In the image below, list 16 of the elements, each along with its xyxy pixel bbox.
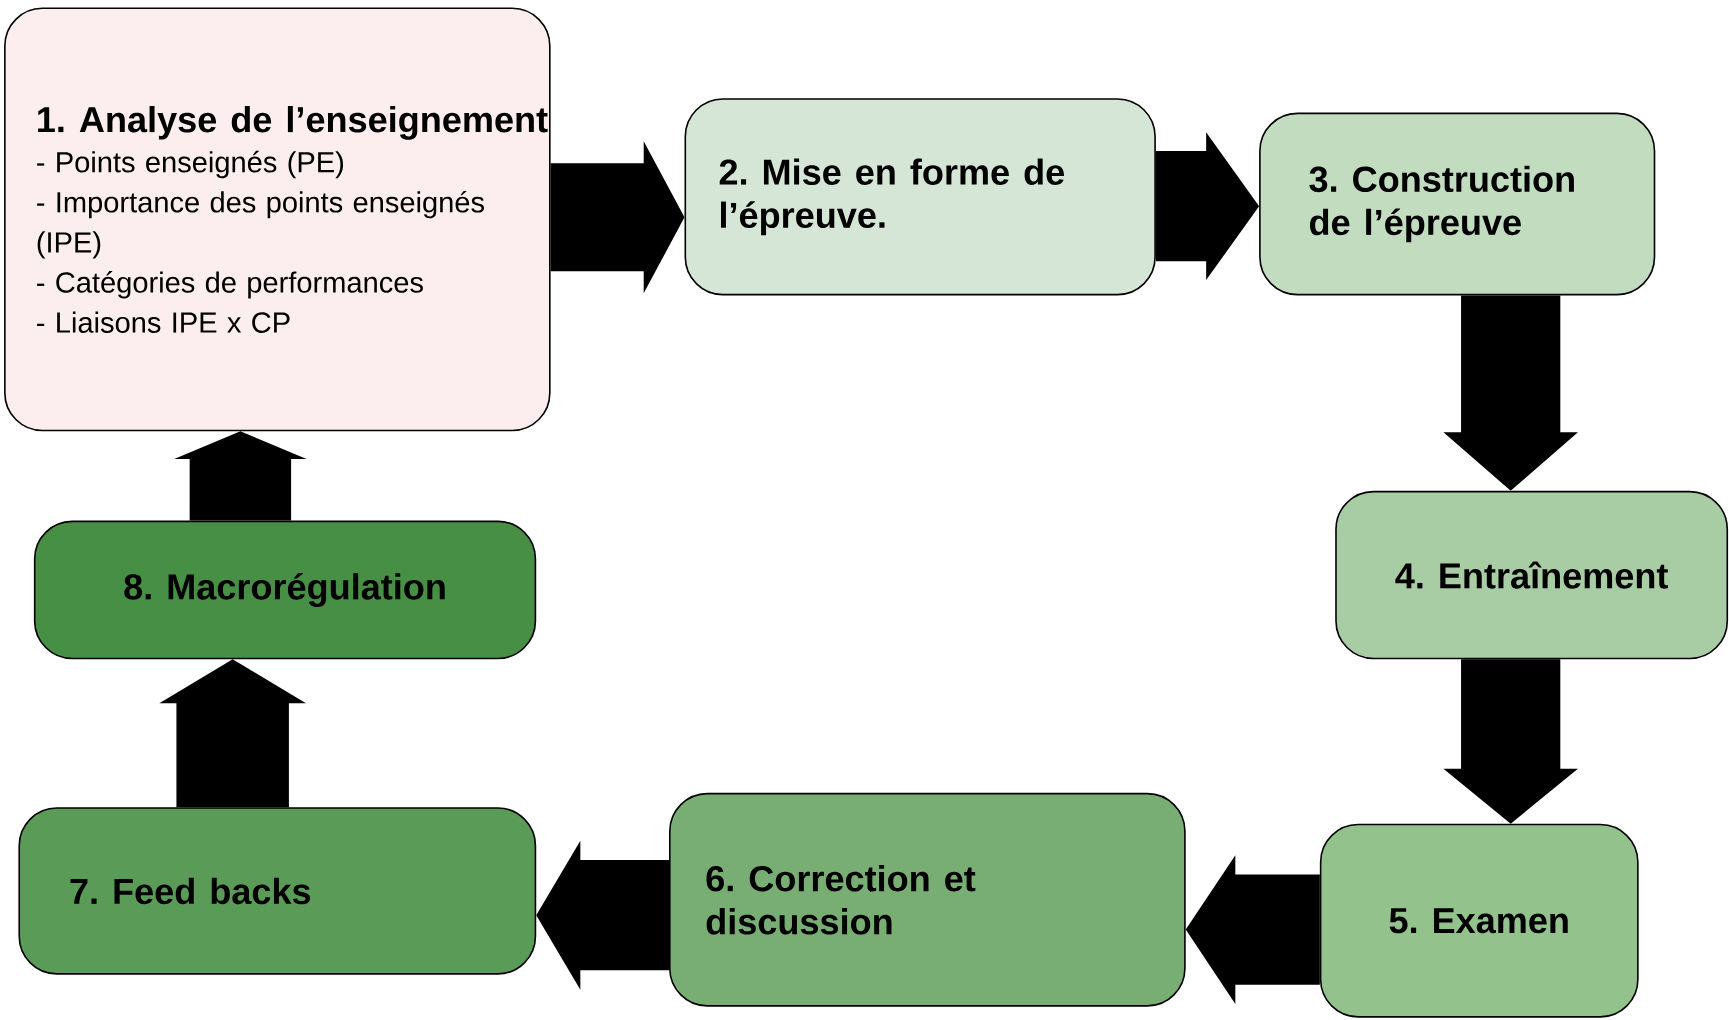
block-arrow: [174, 431, 307, 521]
block-arrow: [1155, 132, 1260, 281]
process-box: 3. Construction de l’épreuve: [1259, 112, 1656, 296]
block-arrow: [159, 659, 306, 808]
process-box: 5. Examen: [1319, 823, 1639, 1018]
process-box: 6. Correction et discussion: [669, 792, 1186, 1007]
process-box: 1. Analyse de l’enseignement - Points enseignés (PE) - Importance des points enseignés (IPE) - Catégories de performances - Liaisons IPE x CP: [4, 7, 551, 432]
process-box: 7. Feed backs: [18, 807, 537, 975]
process-box: 2. Mise en forme de l’épreuve.: [684, 98, 1156, 296]
block-arrow: [536, 840, 669, 990]
block-arrow: [1185, 855, 1320, 1004]
block-arrow: [1443, 659, 1578, 824]
block-arrow: [550, 141, 685, 294]
process-box: 8. Macrorégulation: [33, 520, 537, 660]
process-box: 4. Entraînement: [1335, 490, 1729, 660]
block-arrow: [1443, 295, 1578, 491]
